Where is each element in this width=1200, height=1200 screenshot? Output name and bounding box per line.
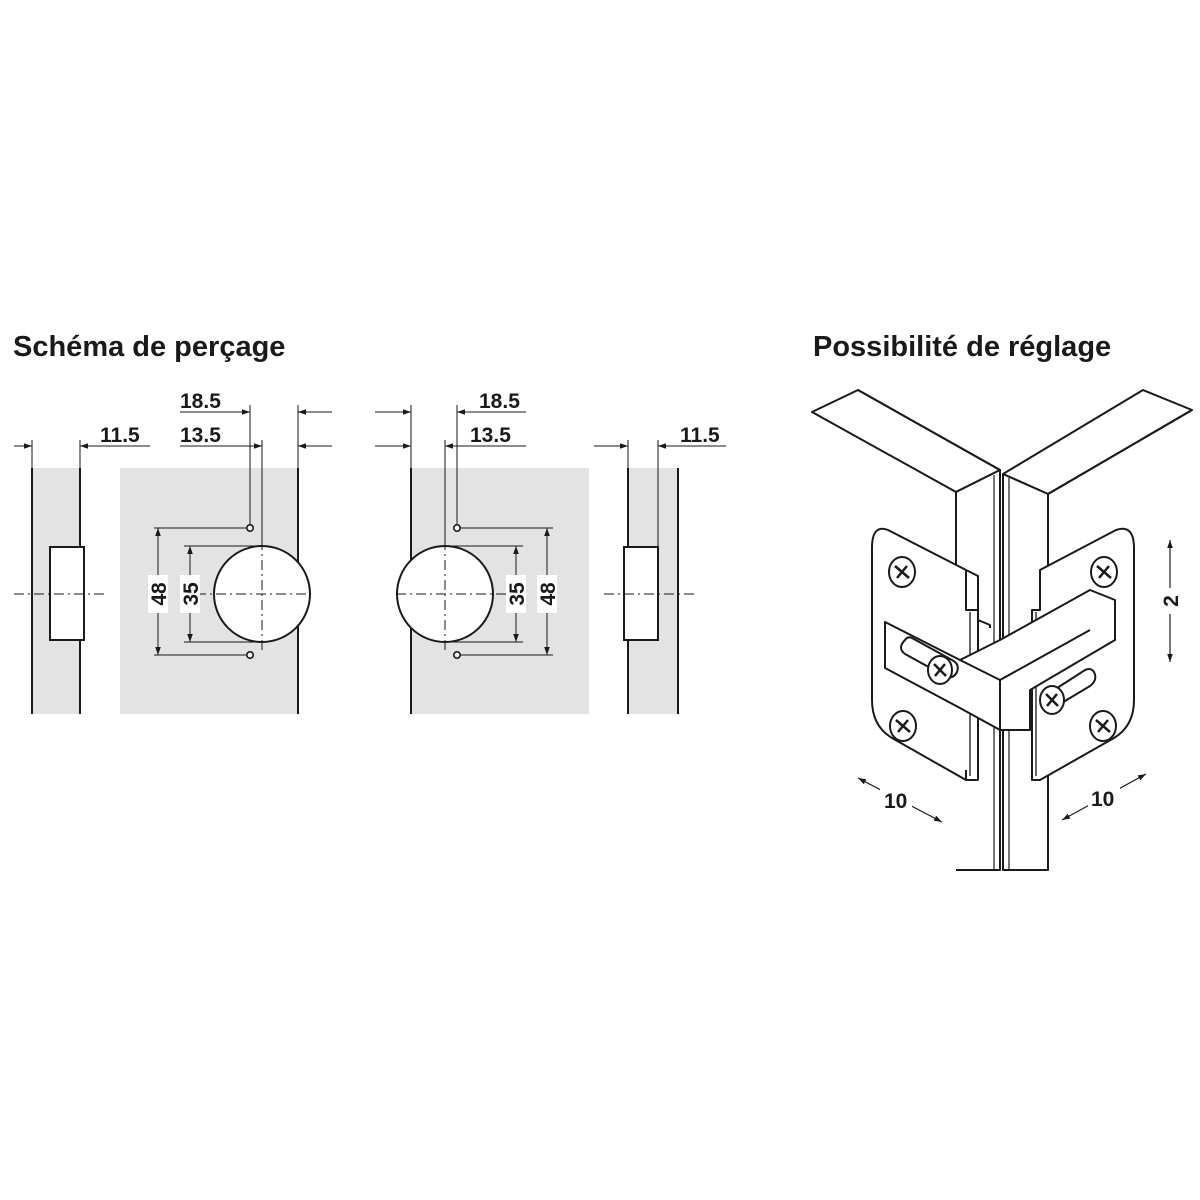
side-panel-left (14, 468, 104, 714)
screw-icon (1090, 556, 1118, 588)
label-35-left: 35 (180, 582, 203, 606)
label-11-5-right: 11.5 (680, 424, 720, 447)
label-10-left: 10 (884, 790, 907, 813)
dim-11-5-right (594, 440, 726, 547)
label-48-right: 48 (537, 582, 560, 606)
screw-icon (927, 655, 953, 685)
adjustment-illustration (811, 389, 1193, 871)
dim-11-5-left (14, 440, 150, 468)
label-18-5-left: 18.5 (180, 390, 221, 413)
label-13-5-left: 13.5 (180, 424, 221, 447)
label-48-left: 48 (148, 582, 171, 606)
label-18-5-right: 18.5 (479, 390, 520, 413)
screw-icon (889, 710, 917, 742)
screw-icon (888, 556, 916, 588)
drilling-scheme (14, 405, 726, 714)
dim-18-5-13-5-right (375, 405, 526, 546)
label-11-5-left: 11.5 (100, 424, 140, 447)
drilling-scheme-title: Schéma de perçage (13, 331, 286, 363)
label-13-5-right: 13.5 (470, 424, 511, 447)
hinge-knuckle (884, 589, 1116, 731)
adjustment-dimension-labels: 2 10 10 (880, 588, 1184, 813)
label-10-right: 10 (1091, 788, 1114, 811)
dim-18-5-13-5-left (180, 405, 332, 546)
side-panel-right (604, 468, 694, 714)
drilling-dimension-labels: 11.5 18.5 13.5 18.5 13.5 11.5 48 35 35 4… (96, 390, 730, 613)
label-35-right: 35 (506, 582, 529, 606)
screw-icon (1089, 710, 1117, 742)
label-2: 2 (1160, 595, 1183, 607)
screw-icon (1039, 685, 1065, 715)
adjustment-title: Possibilité de réglage (813, 331, 1112, 363)
door-panel-right (396, 468, 589, 714)
